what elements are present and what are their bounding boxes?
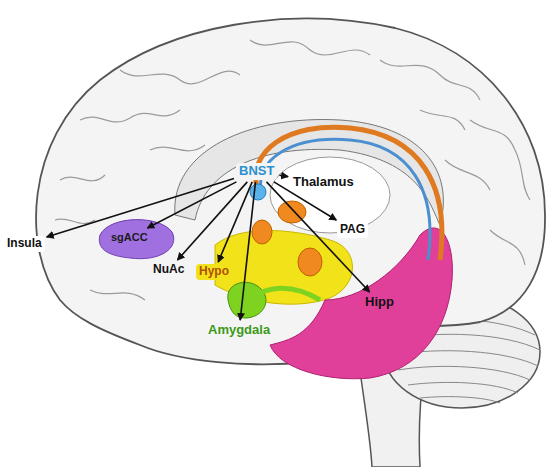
projection-arrow <box>267 182 370 292</box>
nucleus-blob <box>252 220 272 244</box>
thalamus-label: Thalamus <box>290 174 357 191</box>
nucleus-blob <box>298 248 322 276</box>
projection-arrow <box>147 182 236 228</box>
region-name: BNST <box>239 164 274 179</box>
bnst-dot <box>250 184 266 200</box>
amygdala-label: Amygdala <box>205 322 273 339</box>
hipp-label: Hipp <box>362 294 397 311</box>
cerebrum-outline <box>36 19 545 365</box>
sgacc-label: sgACC <box>108 230 151 245</box>
hypo-label: Hypo <box>196 264 232 280</box>
amygdala-tail <box>262 288 320 300</box>
region-name: PAG <box>340 223 365 237</box>
region-name: Insula <box>7 237 42 251</box>
thalamus-area <box>270 157 390 233</box>
region-name: NuAc <box>153 263 184 277</box>
bnst-label: BNST <box>236 163 277 180</box>
region-name: sgACC <box>111 231 148 244</box>
pag-label: PAG <box>337 222 368 238</box>
region-name: Amygdala <box>208 323 270 338</box>
stria-terminalis-arc <box>256 127 442 260</box>
projection-arrow <box>178 182 248 260</box>
region-name: Thalamus <box>293 175 354 190</box>
projection-arrow <box>218 182 252 262</box>
insula-label: Insula <box>4 236 45 252</box>
sgacc-region <box>99 220 173 259</box>
amygdala-blob <box>228 282 266 318</box>
region-name: Hipp <box>365 295 394 310</box>
projection-arrow <box>240 182 255 320</box>
region-name: Hypo <box>199 265 229 279</box>
projection-arrow <box>279 175 288 176</box>
nuac-label: NuAc <box>150 262 187 278</box>
hippocampus-region <box>270 228 452 379</box>
fornix-arc <box>260 139 430 260</box>
